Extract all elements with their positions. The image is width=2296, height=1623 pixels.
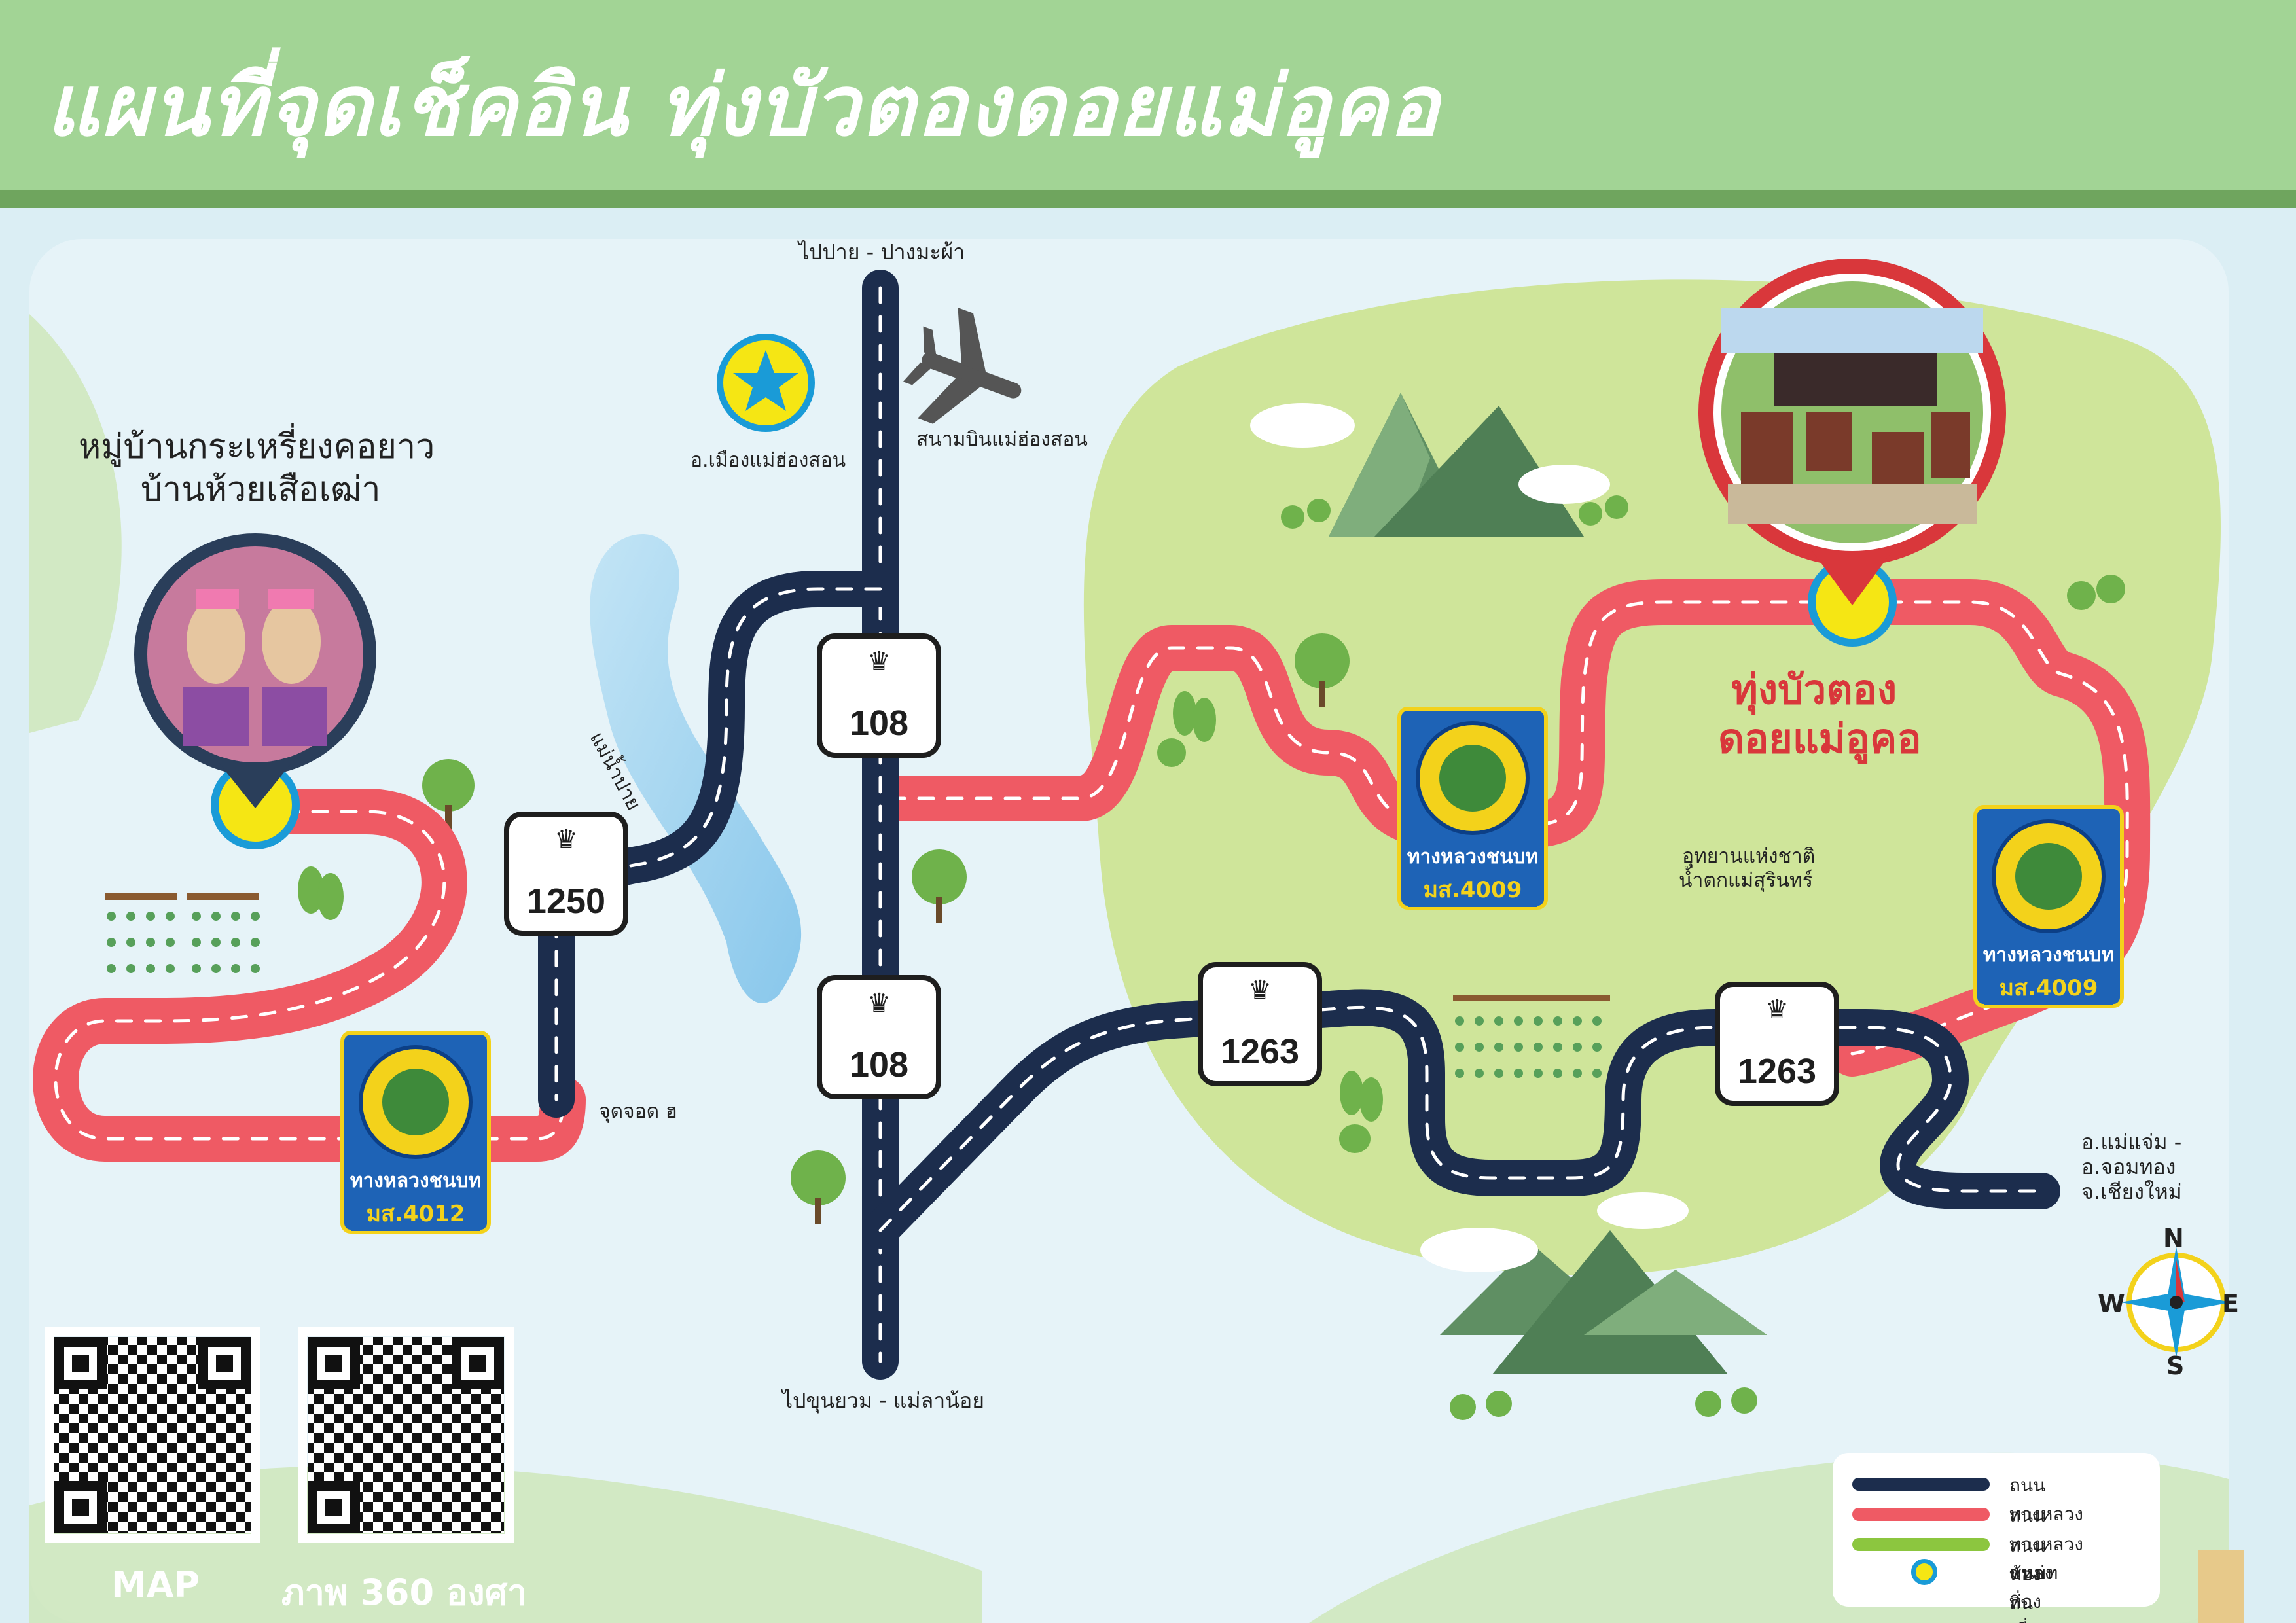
label-airport: สนามบินแม่ฮ่องสอน (916, 428, 1088, 451)
compass-s: S (2166, 1351, 2185, 1380)
rural-roads-department-emblem-icon (359, 1045, 473, 1159)
crop-rows-center (1453, 995, 1610, 1078)
rural-road-sign-4009-east: ทางหลวงชนบท มส.4009 (1973, 805, 2124, 1008)
highway-sign-108-north: ♛ 108 (817, 633, 941, 758)
city-marker (717, 334, 815, 432)
highway-sign-1263-west: ♛ 1263 (1198, 962, 1322, 1086)
crop-rows-left (107, 912, 260, 973)
rural-road-4012 (33, 789, 586, 1162)
qr-map[interactable] (45, 1327, 260, 1543)
highway-sign-108-south: ♛ 108 (817, 975, 941, 1099)
label-chiangmai-2: อ.จอมทอง (2081, 1154, 2176, 1179)
crop-field-left (105, 893, 259, 900)
highway-sign-1263-east: ♛ 1263 (1715, 982, 1839, 1106)
qr-map-label: MAP (111, 1564, 200, 1605)
village-pin (134, 533, 376, 849)
label-destination-subname: ดอยแม่อูคอ (1718, 715, 1922, 762)
land-bottom (29, 1465, 982, 1623)
label-park-subname: น้ำตกแม่สุรินทร์ (1679, 869, 1813, 892)
label-city: อ.เมืองแม่ฮ่องสอน (691, 449, 846, 472)
mountain-bottom (1420, 1192, 1767, 1374)
header-stripe (0, 190, 2296, 208)
compass-rose-icon (2121, 1247, 2232, 1358)
land-left (29, 314, 122, 733)
label-to-pai: ไปปาย - ปางมะผ้า (798, 240, 965, 264)
label-chiangmai-3: จ.เชียงใหม่ (2081, 1179, 2182, 1204)
label-chiangmai-1: อ.แม่แจ่ม - (2081, 1130, 2182, 1154)
qr-pano-label: ภาพ 360 องศา (281, 1572, 528, 1613)
map-legend: ถนนทางหลวง ถนนทางหลวงชนบท ถนนท้องถิ่น แห… (1833, 1453, 2160, 1623)
garuda-emblem-icon: ♛ (867, 647, 891, 677)
header-band (0, 0, 2296, 190)
rural-roads-department-emblem-icon (1416, 721, 1530, 835)
compass-w: W (2098, 1289, 2125, 1318)
label-destination-name: ทุ่งบัวตอง (1731, 666, 1897, 713)
corner-marker (2198, 1550, 2244, 1623)
garuda-emblem-icon: ♛ (867, 988, 891, 1018)
garuda-emblem-icon: ♛ (1248, 975, 1272, 1005)
garuda-emblem-icon: ♛ (554, 825, 578, 855)
compass-n: N (2163, 1224, 2184, 1253)
highway-1263 (862, 989, 2060, 1249)
label-to-khunyuam: ไปขุนยวม - แม่ลาน้อย (782, 1388, 984, 1413)
compass-e: E (2222, 1289, 2239, 1318)
rural-road-sign-4012: ทางหลวงชนบท มส.4012 (340, 1031, 491, 1234)
label-village-subname: บ้านห้วยเสือเฒ่า (141, 470, 381, 509)
qr-pano[interactable] (298, 1327, 514, 1543)
rural-roads-department-emblem-icon (1992, 819, 2106, 933)
page-title: แผนที่จุดเช็คอิน ทุ่งบัวตองดอยแม่อูคอ (46, 58, 1441, 155)
trees (298, 495, 2125, 1420)
destination-pin (1698, 259, 2006, 647)
highway-sign-1250: ♛ 1250 (504, 812, 628, 936)
rural-road-sign-4009-center: ทางหลวงชนบท มส.4009 (1397, 707, 1548, 910)
pai-river (590, 534, 802, 1003)
label-stop-point: จุดจอด ฮ (599, 1100, 677, 1123)
mountain-top (1250, 393, 1610, 537)
attraction-marker-icon (1911, 1559, 1937, 1585)
label-village-name: หมู่บ้านกระเหรี่ยงคอยาว (79, 427, 435, 467)
label-park-name: อุทยานแห่งชาติ (1682, 845, 1816, 868)
airplane-icon (903, 308, 1022, 424)
garuda-emblem-icon: ♛ (1765, 995, 1789, 1025)
